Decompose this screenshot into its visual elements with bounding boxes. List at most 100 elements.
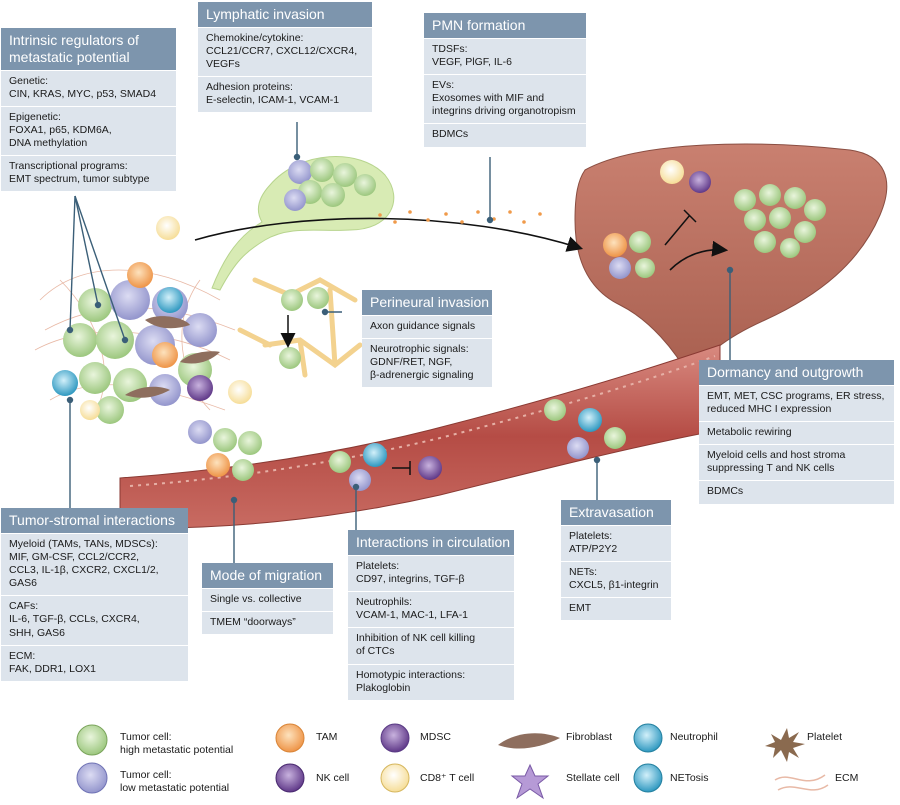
nerve bbox=[237, 277, 363, 378]
ecm-icon bbox=[774, 774, 829, 791]
section-line: Platelets: bbox=[356, 559, 400, 572]
section-line: CCL3, IL-1β, CXCR2, CXCL1/2, bbox=[9, 564, 159, 577]
migration-panel-title: Mode of migration bbox=[202, 563, 333, 588]
section-line: CAFs: bbox=[9, 600, 39, 613]
legend-label-line: Neutrophil bbox=[670, 731, 718, 743]
pmn-panel: PMN formation TDSFs: VEGF, PlGF, IL-6 EV… bbox=[424, 13, 586, 147]
section-line: VEGF, PlGF, IL-6 bbox=[432, 55, 512, 68]
stromal-myeloid-section: Myeloid (TAMs, TANs, MDSCs): MIF, GM-CSF… bbox=[1, 532, 188, 596]
panel-title-text: Interactions in circulation bbox=[356, 534, 511, 550]
section-line: Genetic: bbox=[9, 74, 49, 87]
extravasation-net-section: NETs: CXCL5, β1-integrin bbox=[561, 561, 671, 597]
legend-label-line: MDSC bbox=[420, 731, 451, 743]
circulation-panel-title: Interactions in circulation bbox=[348, 530, 514, 555]
liver-cells bbox=[603, 160, 826, 279]
perineural-panel: Perineural invasion Axon guidance signal… bbox=[362, 290, 492, 388]
panel-title-text: PMN formation bbox=[432, 17, 526, 33]
stromal-ecm-section: ECM: FAK, DDR1, LOX1 bbox=[1, 644, 188, 681]
legend-label-line: NETosis bbox=[670, 772, 709, 784]
cd8-icon bbox=[380, 763, 410, 793]
lymphatic-panel: Lymphatic invasion Chemokine/cytokine: C… bbox=[198, 2, 372, 113]
section-line: EVs: bbox=[432, 79, 455, 92]
legend-icons bbox=[76, 723, 829, 800]
netosis-icon bbox=[633, 763, 663, 793]
section-line: EMT bbox=[569, 602, 592, 615]
legend-cd8: CD8⁺ T cell bbox=[420, 772, 474, 785]
intrinsic-title-line-1: Intrinsic regulators of bbox=[9, 32, 139, 48]
stromal-caf-section: CAFs: IL-6, TGF-β, CCLs, CXCR4, SHH, GAS… bbox=[1, 595, 188, 644]
pmn-panel-title: PMN formation bbox=[424, 13, 586, 38]
neutrophil-icon bbox=[633, 723, 663, 753]
pmn-bdmc-section: BDMCs bbox=[424, 123, 586, 146]
dormancy-bdmc-section: BDMCs bbox=[699, 480, 894, 503]
section-line: FAK, DDR1, LOX1 bbox=[9, 662, 96, 675]
pmn-factor-dots bbox=[378, 210, 542, 224]
extravasation-emt-section: EMT bbox=[561, 597, 671, 620]
section-line: Exosomes with MIF and bbox=[432, 92, 545, 105]
section-line: Metabolic rewiring bbox=[707, 426, 792, 439]
stromal-panel-title: Tumor-stromal interactions bbox=[1, 508, 188, 533]
perineural-neurotrophic-section: Neurotrophic signals: GDNF/RET, NGF, β-a… bbox=[362, 337, 492, 387]
legend-tam: TAM bbox=[316, 731, 337, 744]
migrating-cells bbox=[188, 420, 262, 481]
legend-label-line: Tumor cell: bbox=[120, 769, 172, 781]
legend-neutrophil: Neutrophil bbox=[670, 731, 718, 744]
section-line: Myeloid (TAMs, TANs, MDSCs): bbox=[9, 537, 158, 550]
section-line: MIF, GM-CSF, CCL2/CCR2, bbox=[9, 550, 140, 563]
platelet-icon bbox=[765, 728, 805, 762]
section-line: GDNF/RET, NGF, bbox=[370, 356, 453, 369]
extravasation-cells bbox=[544, 399, 626, 459]
section-line: FOXA1, p65, KDM6A, bbox=[9, 123, 112, 136]
legend-label-line: Tumor cell: bbox=[120, 731, 172, 743]
section-line: Chemokine/cytokine: bbox=[206, 31, 304, 44]
migration-tmem-section: TMEM “doorways” bbox=[202, 610, 333, 634]
intrinsic-epigenetic-section: Epigenetic: FOXA1, p65, KDM6A, DNA methy… bbox=[1, 105, 176, 155]
extravasation-panel: Extravasation Platelets: ATP/P2Y2 NETs: … bbox=[561, 500, 671, 621]
panel-title-text: Lymphatic invasion bbox=[206, 6, 325, 22]
section-line: SHH, GAS6 bbox=[9, 626, 66, 639]
liver-outgrowth-arrow bbox=[669, 240, 729, 271]
section-line: BDMCs bbox=[432, 128, 469, 141]
section-line: Epigenetic: bbox=[9, 110, 61, 123]
extravasation-panel-title: Extravasation bbox=[561, 500, 671, 525]
panel-connectors bbox=[66, 122, 734, 563]
legend-ecm: ECM bbox=[835, 772, 858, 785]
section-line: BDMCs bbox=[707, 485, 744, 498]
migration-panel: Mode of migration Single vs. collective … bbox=[202, 563, 333, 635]
legend-label-line: ECM bbox=[835, 772, 859, 784]
perineural-axon-section: Axon guidance signals bbox=[362, 314, 492, 338]
intrinsic-genetic-section: Genetic: CIN, KRAS, MYC, p53, SMAD4 bbox=[1, 69, 176, 106]
dormancy-panel: Dormancy and outgrowth EMT, MET, CSC pro… bbox=[699, 360, 894, 504]
legend-label-line: Fibroblast bbox=[566, 731, 613, 743]
section-line: ECM: bbox=[9, 649, 36, 662]
section-line: Platelets: bbox=[569, 529, 613, 542]
section-line: Axon guidance signals bbox=[370, 319, 476, 332]
primary-tumor bbox=[52, 216, 252, 424]
legend-label-line: low metastatic potential bbox=[120, 782, 230, 795]
section-line: NETs: bbox=[569, 566, 598, 579]
section-line: ATP/P2Y2 bbox=[569, 542, 618, 555]
legend-label-line: NK cell bbox=[316, 772, 350, 784]
legend-tumor-high: Tumor cell: high metastatic potential bbox=[120, 731, 233, 757]
section-line: DNA methylation bbox=[9, 137, 88, 150]
section-line: EMT, MET, CSC programs, ER stress, bbox=[707, 389, 885, 402]
nk-icon bbox=[275, 763, 305, 793]
intrinsic-title-line-2: metastatic potential bbox=[9, 48, 130, 65]
legend-stellate: Stellate cell bbox=[566, 772, 620, 785]
section-line: reduced MHC I expression bbox=[707, 402, 832, 415]
circulation-neutrophil-section: Neutrophils: VCAM-1, MAC-1, LFA-1 bbox=[348, 591, 514, 627]
lymphatic-chemokine-section: Chemokine/cytokine: CCL21/CCR7, CXCL12/C… bbox=[198, 26, 372, 76]
section-line: Transcriptional programs: bbox=[9, 160, 128, 173]
vessel-wall-line bbox=[129, 355, 716, 487]
legend-fibroblast: Fibroblast bbox=[566, 731, 612, 744]
circulation-homotypic-section: Homotypic interactions: Plakoglobin bbox=[348, 663, 514, 700]
section-line: integrins driving organotropism bbox=[432, 105, 576, 118]
section-line: TDSFs: bbox=[432, 42, 468, 55]
dormancy-myeloid-section: Myeloid cells and host stroma suppressin… bbox=[699, 444, 894, 480]
dormancy-emt-section: EMT, MET, CSC programs, ER stress, reduc… bbox=[699, 384, 894, 421]
dormancy-panel-title: Dormancy and outgrowth bbox=[699, 360, 894, 385]
migration-single-section: Single vs. collective bbox=[202, 587, 333, 611]
tumor-high-icon bbox=[76, 724, 108, 756]
panel-title-text: Dormancy and outgrowth bbox=[707, 364, 864, 380]
